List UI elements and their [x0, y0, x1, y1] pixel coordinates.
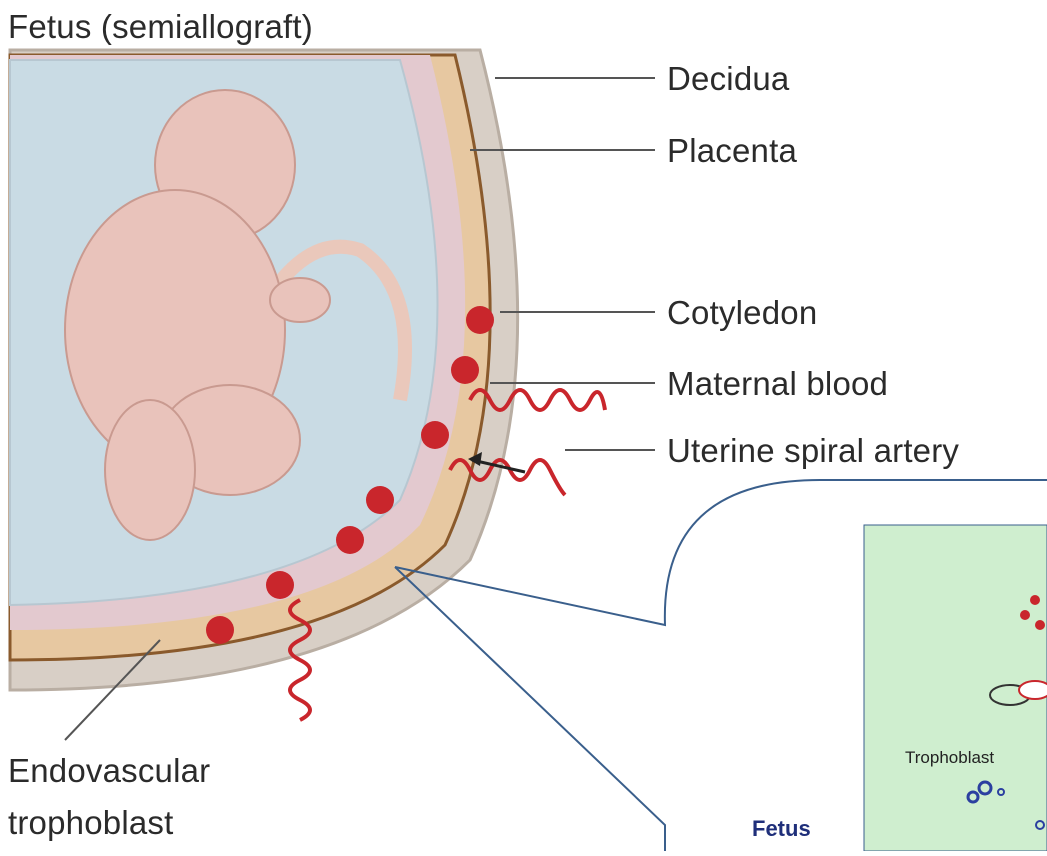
label-fetus: Fetus (semiallograft) [8, 8, 313, 46]
label-spiral-artery: Uterine spiral artery [667, 432, 959, 470]
label-endovascular: Endovascular [8, 752, 210, 790]
label-decidua: Decidua [667, 60, 789, 98]
inset-label-trophoblast: Trophoblast [905, 748, 994, 768]
label-cotyledon: Cotyledon [667, 294, 817, 332]
label-trophoblast: trophoblast [8, 804, 173, 842]
label-placenta: Placenta [667, 132, 797, 170]
label-maternal-blood: Maternal blood [667, 365, 888, 403]
inset-label-fetus: Fetus [752, 816, 811, 842]
